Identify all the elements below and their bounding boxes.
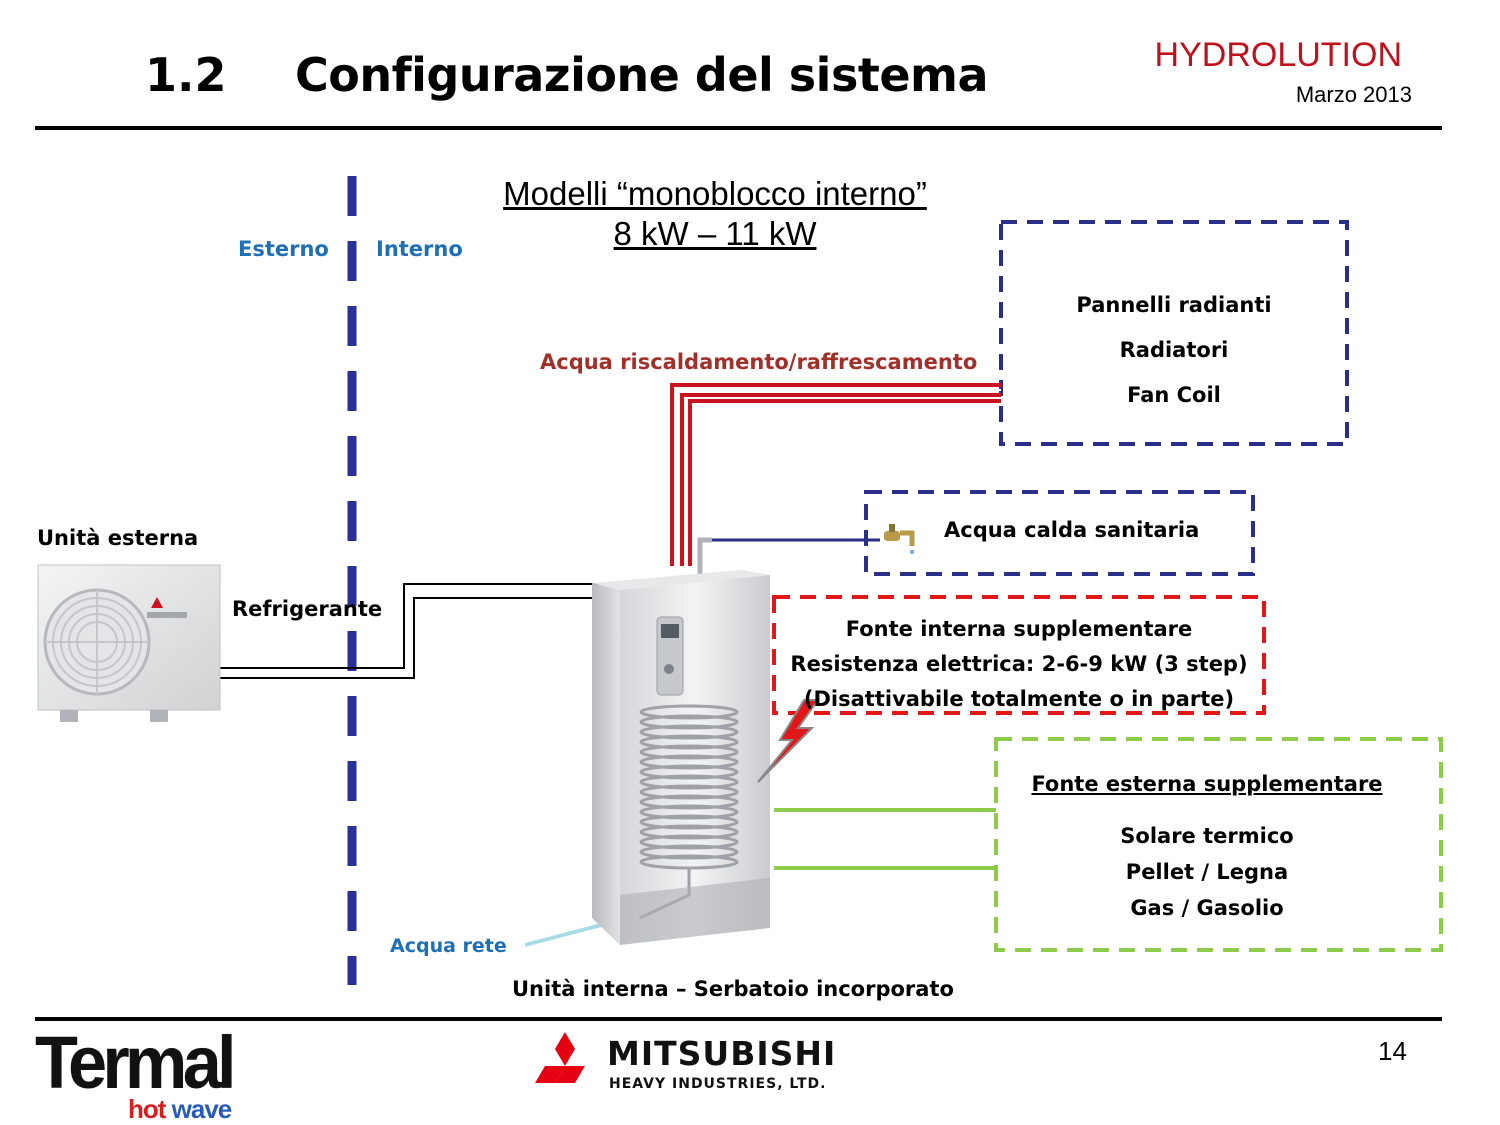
indoor-tank-unit	[592, 570, 770, 945]
refrigerant-label: Refrigerante	[232, 597, 383, 621]
heating-water-label: Acqua riscaldamento/raffrescamento	[540, 350, 978, 374]
internal-source-text: Fonte interna supplementare Resistenza e…	[774, 612, 1264, 717]
internal-source-detail: Resistenza elettrica: 2-6-9 kW (3 step)	[790, 652, 1248, 676]
termal-logo-subtext: hot wave	[128, 1094, 232, 1124]
emitter-item: Radiatori	[1119, 338, 1229, 362]
internal-source-box	[772, 595, 1266, 715]
mains-water-label: Acqua rete	[390, 935, 507, 957]
refrigerant-lines	[218, 583, 598, 679]
mitsubishi-logo: MITSUBISHI HEAVY INDUSTRIES, LTD.	[533, 1032, 873, 1094]
internal-source-note: (Disattivabile totalmente o in parte)	[803, 687, 1235, 711]
brand-name: HYDROLUTION	[1154, 36, 1402, 74]
external-source-box	[994, 737, 1443, 952]
model-subtitle-line1: Modelli “monoblocco interno”	[503, 175, 927, 212]
dhw-label: Acqua calda sanitaria	[944, 518, 1200, 542]
dhw-pipe	[697, 537, 712, 585]
model-subtitle: Modelli “monoblocco interno” 8 kW – 11 k…	[470, 174, 960, 254]
outdoor-unit-label: Unità esterna	[37, 526, 199, 550]
mitsubishi-subtext: HEAVY INDUSTRIES, LTD.	[609, 1076, 827, 1092]
dhw-box	[864, 490, 1255, 576]
external-source-item: Solare termico	[1120, 824, 1294, 848]
termal-logo-text: Termal	[35, 1021, 237, 1104]
internal-source-title: Fonte interna supplementare	[845, 617, 1193, 641]
page-title: Configurazione del sistema	[295, 48, 989, 102]
footer-rule	[35, 1017, 1442, 1021]
label-inside: Interno	[376, 237, 463, 261]
external-source-item: Gas / Gasolio	[1130, 896, 1284, 920]
page-number: 14	[1378, 1036, 1407, 1066]
external-source-list: Solare termico Pellet / Legna Gas / Gaso…	[996, 818, 1418, 926]
presentation-date: Marzo 2013	[1295, 82, 1412, 107]
faucet-icon	[884, 524, 915, 554]
label-outside: Esterno	[238, 237, 329, 261]
emitter-item: Fan Coil	[1127, 383, 1221, 407]
outdoor-unit-image	[37, 564, 221, 722]
three-diamonds-icon	[535, 1032, 585, 1083]
heating-pipes	[670, 383, 1001, 566]
external-source-item: Pellet / Legna	[1125, 860, 1289, 884]
emitters-list: Pannelli radianti Radiatori Fan Coil	[1001, 283, 1347, 418]
emitters-box	[999, 220, 1349, 446]
model-subtitle-line2: 8 kW – 11 kW	[613, 215, 817, 252]
emitter-item: Pannelli radianti	[1076, 293, 1272, 317]
section-number: 1.2	[145, 48, 227, 102]
electric-bolt-icon	[757, 699, 820, 783]
termal-logo: Termal hot wave	[35, 1021, 275, 1125]
mitsubishi-wordmark: MITSUBISHI	[607, 1034, 837, 1073]
indoor-unit-label: Unità interna – Serbatoio incorporato	[512, 977, 954, 1001]
external-source-title: Fonte esterna supplementare	[1031, 772, 1383, 796]
header-rule	[35, 126, 1442, 130]
